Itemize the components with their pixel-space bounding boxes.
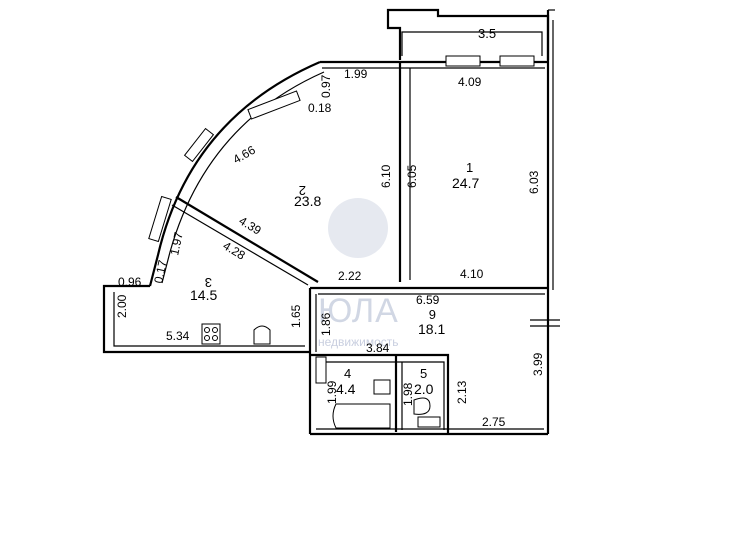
toilet-icon <box>413 397 431 415</box>
window-room-2-arc <box>247 90 301 120</box>
entry-mark <box>530 319 560 327</box>
dim-1-86: 1.86 <box>319 312 333 336</box>
dim-0-97: 0.97 <box>319 74 333 98</box>
watermark-subtitle: недвижимость <box>318 335 399 349</box>
curved-outer-wall <box>148 60 321 287</box>
dim-4-66: 4.66 <box>231 143 259 167</box>
window-balcony-right <box>499 55 535 67</box>
room-3-area: 14.5 <box>190 287 217 303</box>
bath-wc-inner <box>316 361 445 430</box>
window-room-3 <box>148 195 172 243</box>
room-2-number: 2 <box>299 183 306 198</box>
dim-2-75: 2.75 <box>482 415 506 429</box>
dim-2-00: 2.00 <box>115 294 129 318</box>
dim-5-34: 5.34 <box>166 329 190 343</box>
room-3-outer-wall <box>102 284 310 354</box>
dim-1-99-bath: 1.99 <box>325 380 339 404</box>
dim-1-98: 1.98 <box>401 382 415 406</box>
dim-1-65: 1.65 <box>289 304 303 328</box>
balcony-wall <box>386 8 550 60</box>
room-6-number: 6 <box>429 307 436 322</box>
dim-6-10: 6.10 <box>379 164 393 188</box>
wardrobe-icon <box>315 356 327 384</box>
room-3-inner-wall <box>113 292 305 347</box>
room-4-number: 4 <box>344 366 351 381</box>
dim-0-17: 0.17 <box>151 259 170 285</box>
room-5-area: 2.0 <box>414 381 434 397</box>
room-4-area: 4.4 <box>336 381 356 397</box>
bathtub-icon <box>332 403 391 429</box>
watermark-sphere-icon <box>328 198 388 258</box>
stove-burner-icon <box>204 335 210 341</box>
dim-2-22: 2.22 <box>338 269 362 283</box>
room-2-area: 23.8 <box>294 193 321 209</box>
stove-icon <box>201 323 221 345</box>
washbasin-icon <box>373 379 391 395</box>
dim-0-18: 0.18 <box>308 101 332 115</box>
dim-3-99: 3.99 <box>531 352 545 376</box>
dim-2-13: 2.13 <box>455 380 469 404</box>
diagonal-partition-inner <box>171 204 309 286</box>
walls <box>102 8 560 436</box>
dim-0-96: 0.96 <box>118 275 142 289</box>
dim-balcony: 3.5 <box>478 26 496 41</box>
room-6-area: 18.1 <box>418 321 445 337</box>
dim-top-room2: 1.99 <box>344 67 368 81</box>
window-balcony-left <box>445 55 481 67</box>
stove-burner-icon <box>212 327 218 333</box>
dim-6-59: 6.59 <box>416 293 440 307</box>
dim-6-03: 6.03 <box>527 170 541 194</box>
curved-inner-wall <box>161 71 325 284</box>
dim-4-28: 4.28 <box>220 239 248 263</box>
room-labels: 1 24.7 2 23.8 3 14.5 4 4.4 5 2.0 6 18.1 <box>190 160 479 397</box>
kitchen-sink-icon <box>253 325 271 345</box>
room-1-area: 24.7 <box>452 175 479 191</box>
dim-1-97: 1.97 <box>167 231 186 257</box>
stove-burner-icon <box>204 327 210 333</box>
room-5-number: 5 <box>420 366 427 381</box>
room-1-number: 1 <box>466 160 473 175</box>
stove-burner-icon <box>212 335 218 341</box>
shelf-icon <box>417 416 441 428</box>
windows <box>148 55 535 243</box>
window-room-2-lower <box>183 127 215 163</box>
bath-wc-block <box>310 353 450 434</box>
watermark: ЮЛА недвижимость <box>318 198 399 349</box>
dim-6-05: 6.05 <box>405 164 419 188</box>
room-3-number: 3 <box>205 275 212 290</box>
dim-4-09: 4.09 <box>458 75 482 89</box>
dim-4-39: 4.39 <box>236 214 264 238</box>
diagonal-partition <box>175 196 319 283</box>
balcony-inner-wall <box>401 31 543 56</box>
fixtures <box>201 323 441 429</box>
watermark-logo: ЮЛА <box>318 292 399 330</box>
dim-4-10: 4.10 <box>460 267 484 281</box>
dim-3-84: 3.84 <box>366 341 390 355</box>
